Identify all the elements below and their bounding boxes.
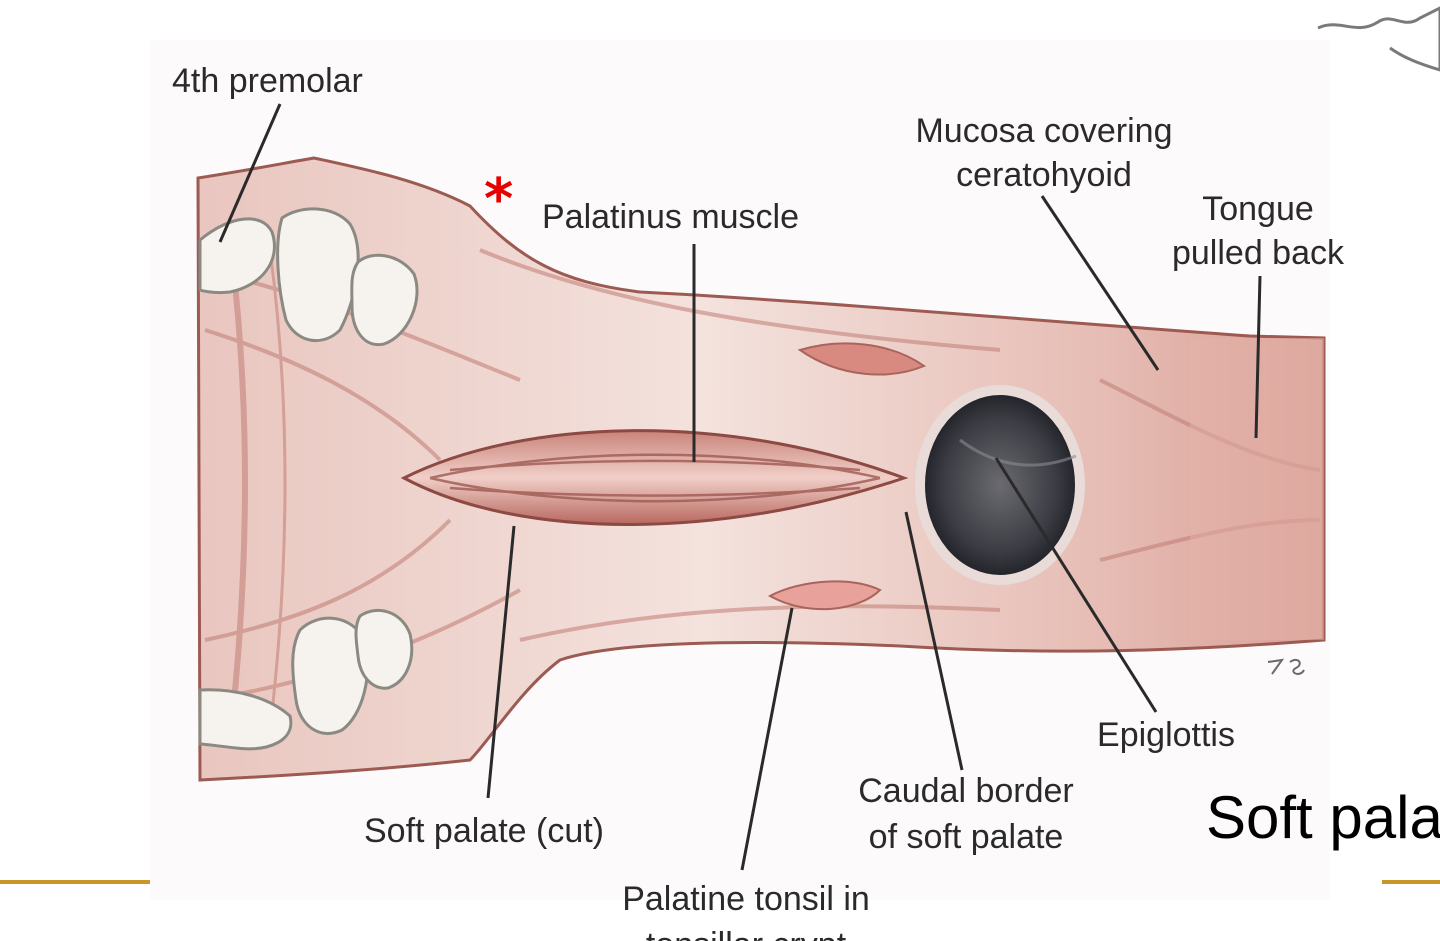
label-epiglottis: Epiglottis [1097,716,1235,754]
palatine-tonsil [767,580,882,611]
leader-lines [218,103,1262,871]
upper-teeth [198,207,419,347]
leader-soft-palate [486,525,516,799]
leader-tonsil [740,607,794,871]
leader-epiglottis [994,457,1158,713]
laryngeal-opening [915,385,1085,585]
epiglottis-shading [959,438,1077,467]
leader-premolar [218,103,282,243]
lower-teeth [198,608,414,751]
accent-rule-left [0,880,150,884]
label-tongue-line1: Tongue [1202,190,1314,228]
ceratohyoid-mucosa [797,342,927,376]
slide-title: Soft pala [1206,784,1440,851]
label-caudal-line1: Caudal border [858,772,1073,810]
artist-signature [1267,658,1305,675]
label-soft-palate-cut: Soft palate (cut) [364,812,604,850]
label-mucosa-line2: ceratohyoid [956,156,1132,194]
label-tongue-line2: pulled back [1172,234,1345,272]
slit-striations [429,453,881,503]
label-caudal-line2: of soft palate [869,818,1064,856]
label-mucosa-line1: Mucosa covering [915,112,1172,150]
leader-tongue [1254,275,1262,439]
corner-sketch [1317,6,1440,72]
leader-caudal [904,511,964,771]
label-tonsil-line1: Palatine tonsil in [622,880,870,918]
palatinus-muscle-slit [400,429,909,526]
label-4th-premolar: 4th premolar [172,62,363,100]
leader-mucosa [1040,195,1160,371]
accent-rule-right [1382,880,1440,884]
red-asterisk-marker: * [484,167,514,232]
label-palatinus-muscle: Palatinus muscle [542,198,799,236]
label-tonsil-line2: tonsillar crypt [646,926,847,941]
